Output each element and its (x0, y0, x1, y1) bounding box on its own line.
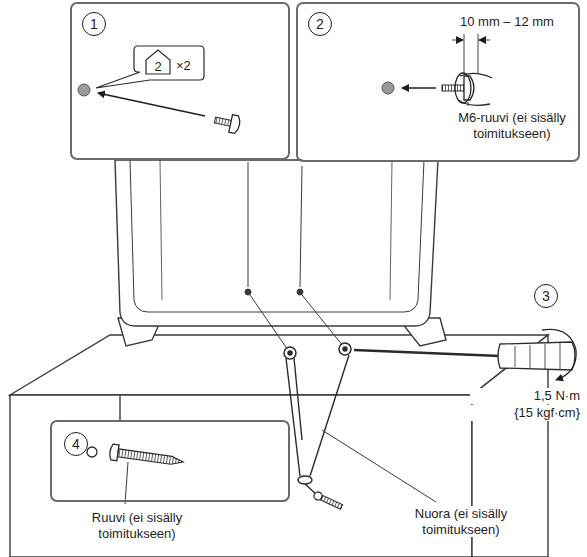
tv-rear (115, 160, 446, 346)
part-number: 2 (150, 59, 166, 75)
table (10, 335, 548, 557)
torque-label: {15 kgf·cm} (470, 405, 580, 421)
quantity-label: ×2 (176, 58, 191, 74)
pointer-lines (245, 162, 343, 350)
table-screw (313, 491, 344, 511)
screwdriver (354, 329, 576, 380)
callout-number: 4 (64, 432, 88, 456)
part-label: Nuora (ei sisälly toimitukseen) (386, 506, 536, 537)
step-panel: 1 2 ×2 (70, 2, 290, 160)
step-panel: 2 10 mm – 12 mm M6-ruuvi (ei sisälly toimi… (296, 2, 580, 162)
panel2-art (298, 4, 578, 160)
torque-label: 1,5 N·m (470, 388, 580, 404)
step-panel: 4Ruuvi (ei sisälly toimitukseen) (50, 420, 290, 502)
part-label: M6-ruuvi (ei sisälly toimitukseen) (448, 110, 576, 141)
dimension-label: 10 mm – 12 mm (438, 14, 576, 30)
callout-number: 2 (308, 12, 332, 36)
callout-number: 3 (534, 284, 558, 308)
installed-screws (284, 343, 351, 359)
cord (286, 355, 349, 494)
panel1-art (72, 4, 288, 158)
part-label: Ruuvi (ei sisälly toimitukseen) (62, 510, 212, 541)
callout-number: 1 (82, 12, 106, 36)
panel4-art (52, 422, 288, 504)
leader-line (322, 430, 436, 502)
